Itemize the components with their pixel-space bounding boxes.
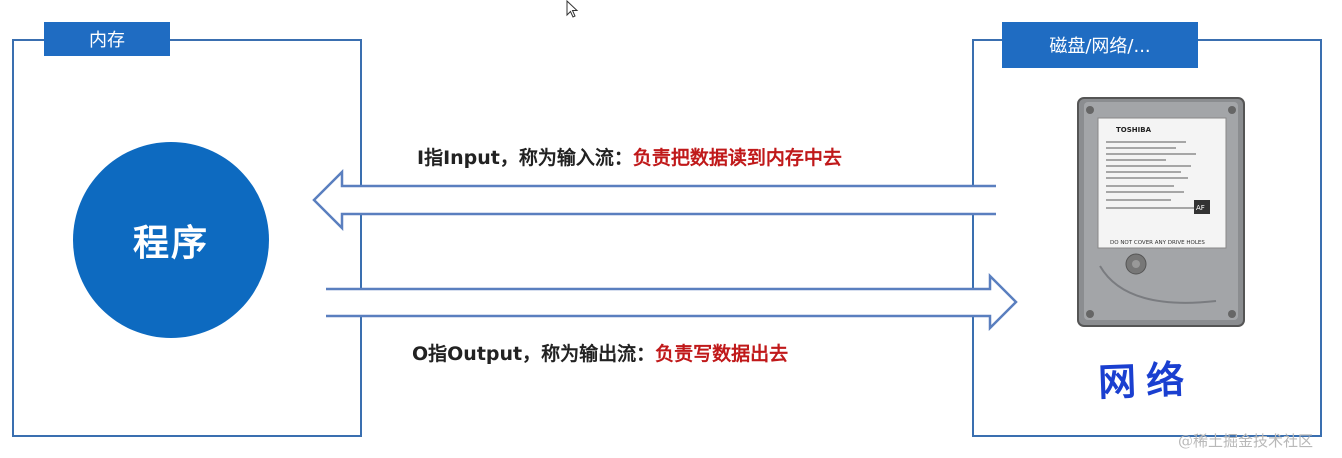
memory-tab: 内存 (44, 22, 170, 56)
hdd-model-mark: AF (1196, 204, 1205, 212)
output-caption-prefix: O指Output，称为输出流： (412, 343, 656, 365)
hard-drive-image: TOSHIBA AF DO NOT COVER ANY DRIVE HOLES (1077, 97, 1245, 327)
mouse-cursor-icon (566, 0, 579, 18)
input-caption-highlight: 负责把数据读到内存中去 (632, 147, 842, 169)
program-circle: 程序 (73, 142, 269, 338)
input-caption-prefix: I指Input，称为输入流： (417, 147, 633, 169)
hdd-brand-label: TOSHIBA (1116, 126, 1152, 134)
output-stream-caption: O指Output，称为输出流：负责写数据出去 (412, 339, 788, 366)
input-stream-caption: I指Input，称为输入流：负责把数据读到内存中去 (417, 143, 842, 170)
input-arrow (312, 168, 996, 232)
disk-network-tab: 磁盘/网络/... (1002, 22, 1198, 68)
handwritten-network-note: 网络 (1097, 357, 1195, 405)
watermark: @稀土掘金技术社区 (1178, 432, 1314, 450)
output-caption-highlight: 负责写数据出去 (655, 343, 789, 365)
hdd-sticker-text: DO NOT COVER ANY DRIVE HOLES (1110, 240, 1205, 246)
output-arrow (326, 272, 1018, 332)
